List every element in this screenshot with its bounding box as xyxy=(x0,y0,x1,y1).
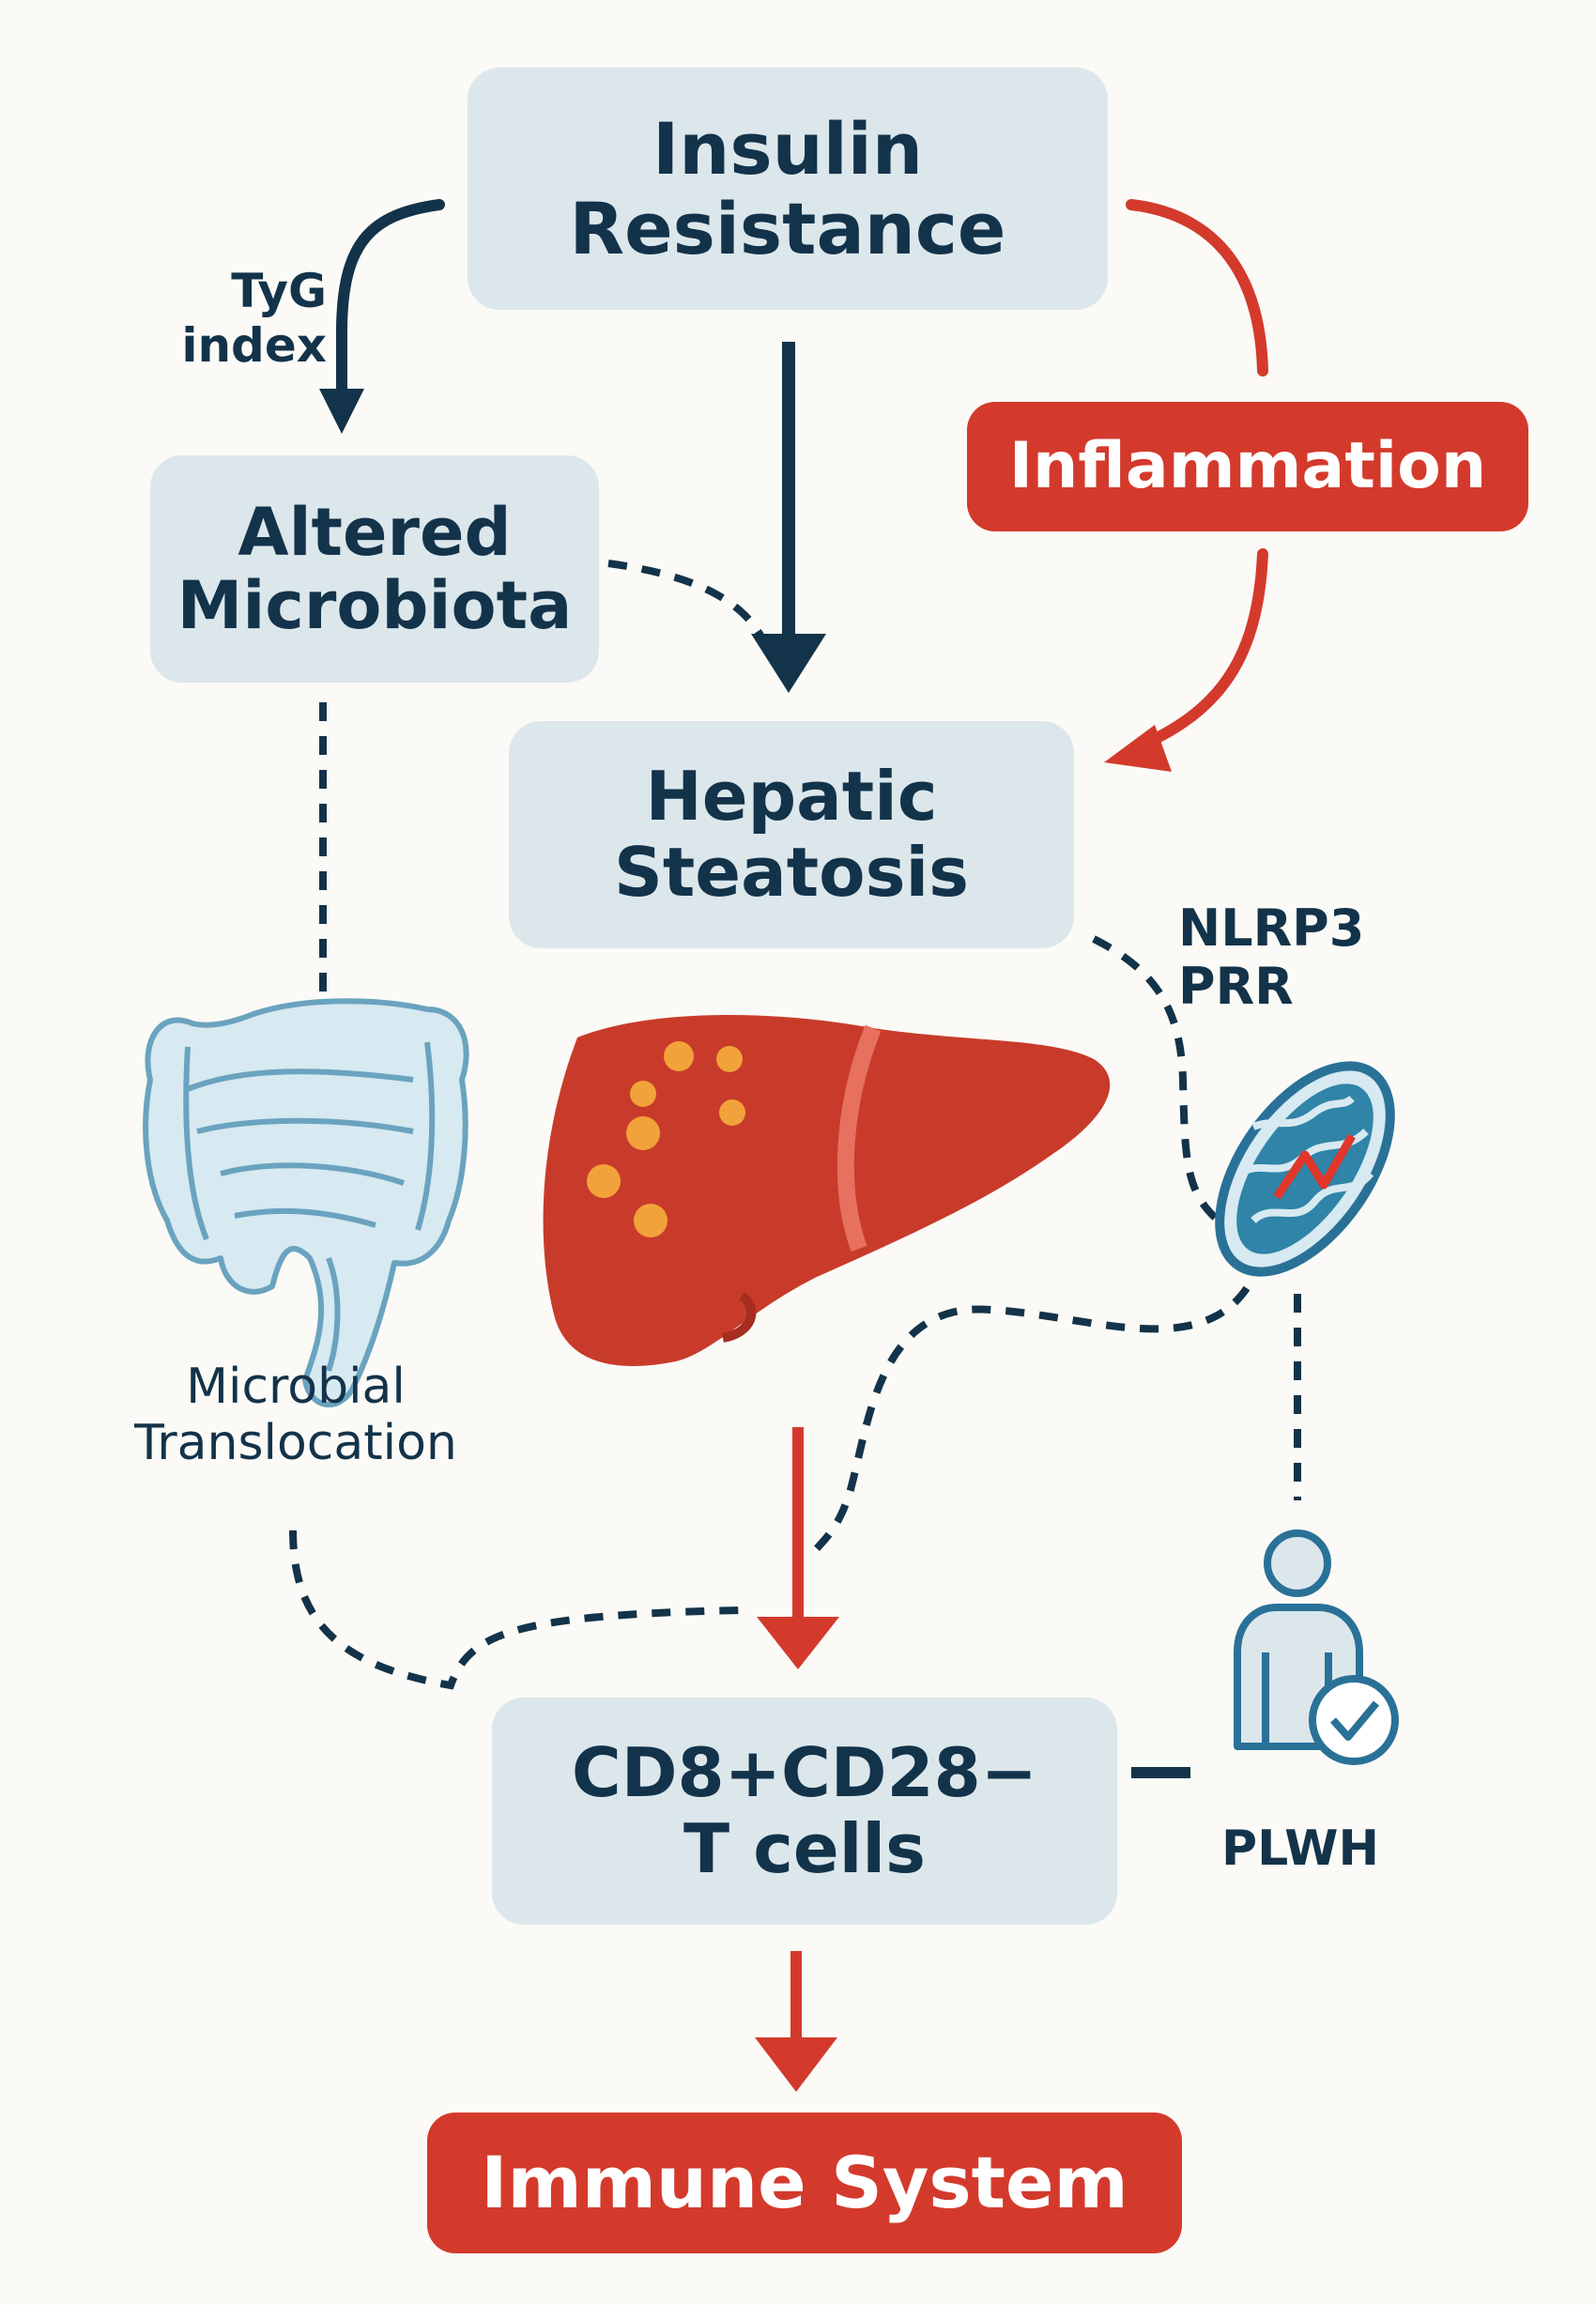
tyg-arrow xyxy=(319,199,445,434)
immune-system-label: Immune System xyxy=(481,2141,1128,2225)
microbial-translocation-label: Microbial Translocation xyxy=(89,1359,502,1472)
liver-icon xyxy=(543,1015,1111,1366)
insulin-to-steatosis-arrow xyxy=(751,342,826,693)
translocation-to-cd8-dashed xyxy=(289,1529,743,1690)
inflammation-box: Inflammation xyxy=(967,402,1528,531)
insulin-resistance-box: Insulin Resistance xyxy=(468,68,1108,310)
tyg-label-line2: index xyxy=(181,317,327,373)
microbiota-to-steatosis-dashed xyxy=(607,560,766,640)
cd8-cells-line1: CD8+CD28− xyxy=(571,1733,1038,1813)
inflammation-label: Inflammation xyxy=(1008,428,1487,503)
mitochondrion-icon xyxy=(1215,1061,1395,1277)
tyg-index-label: TyG index xyxy=(160,264,327,373)
steatosis-to-mitochondrion-dashed xyxy=(1092,935,1221,1224)
insulin-resistance-line2: Resistance xyxy=(569,187,1006,270)
nlrp3-label-line1: NLRP3 xyxy=(1178,899,1365,958)
altered-microbiota-line2: Microbiota xyxy=(176,567,573,644)
nlrp3-prr-label: NLRP3 PRR xyxy=(1178,899,1364,1016)
insulin-to-inflammation-connector xyxy=(1126,199,1268,376)
liver-to-cd8-arrow xyxy=(757,1427,839,1669)
insulin-resistance-line1: Insulin xyxy=(652,106,923,191)
hepatic-steatosis-line1: Hepatic xyxy=(645,757,938,837)
intestine-icon xyxy=(143,998,469,1407)
inflammation-to-steatosis-arrow xyxy=(1104,548,1268,772)
person-check-icon xyxy=(1234,1529,1399,1765)
nlrp3-label-line2: PRR xyxy=(1178,957,1294,1017)
microbial-translocation-line2: Translocation xyxy=(134,1414,457,1471)
mitochondrion-to-cd8-dashed xyxy=(805,1285,1251,1561)
plwh-label: PLWH xyxy=(1202,1821,1399,1878)
immune-system-box: Immune System xyxy=(427,2113,1182,2253)
tyg-label-line1: TyG xyxy=(231,264,327,318)
cd8-cells-box: CD8+CD28− T cells xyxy=(492,1698,1117,1925)
plwh-label-text: PLWH xyxy=(1220,1821,1380,1877)
cd8-cells-line2: T cells xyxy=(683,1809,926,1888)
cd8-to-immune-arrow xyxy=(755,1951,837,2092)
altered-microbiota-line1: Altered xyxy=(238,493,512,571)
hepatic-steatosis-line2: Steatosis xyxy=(614,833,969,912)
altered-microbiota-box: Altered Microbiota xyxy=(150,455,599,683)
hepatic-steatosis-box: Hepatic Steatosis xyxy=(509,721,1074,948)
microbial-translocation-line1: Microbial xyxy=(186,1359,406,1415)
